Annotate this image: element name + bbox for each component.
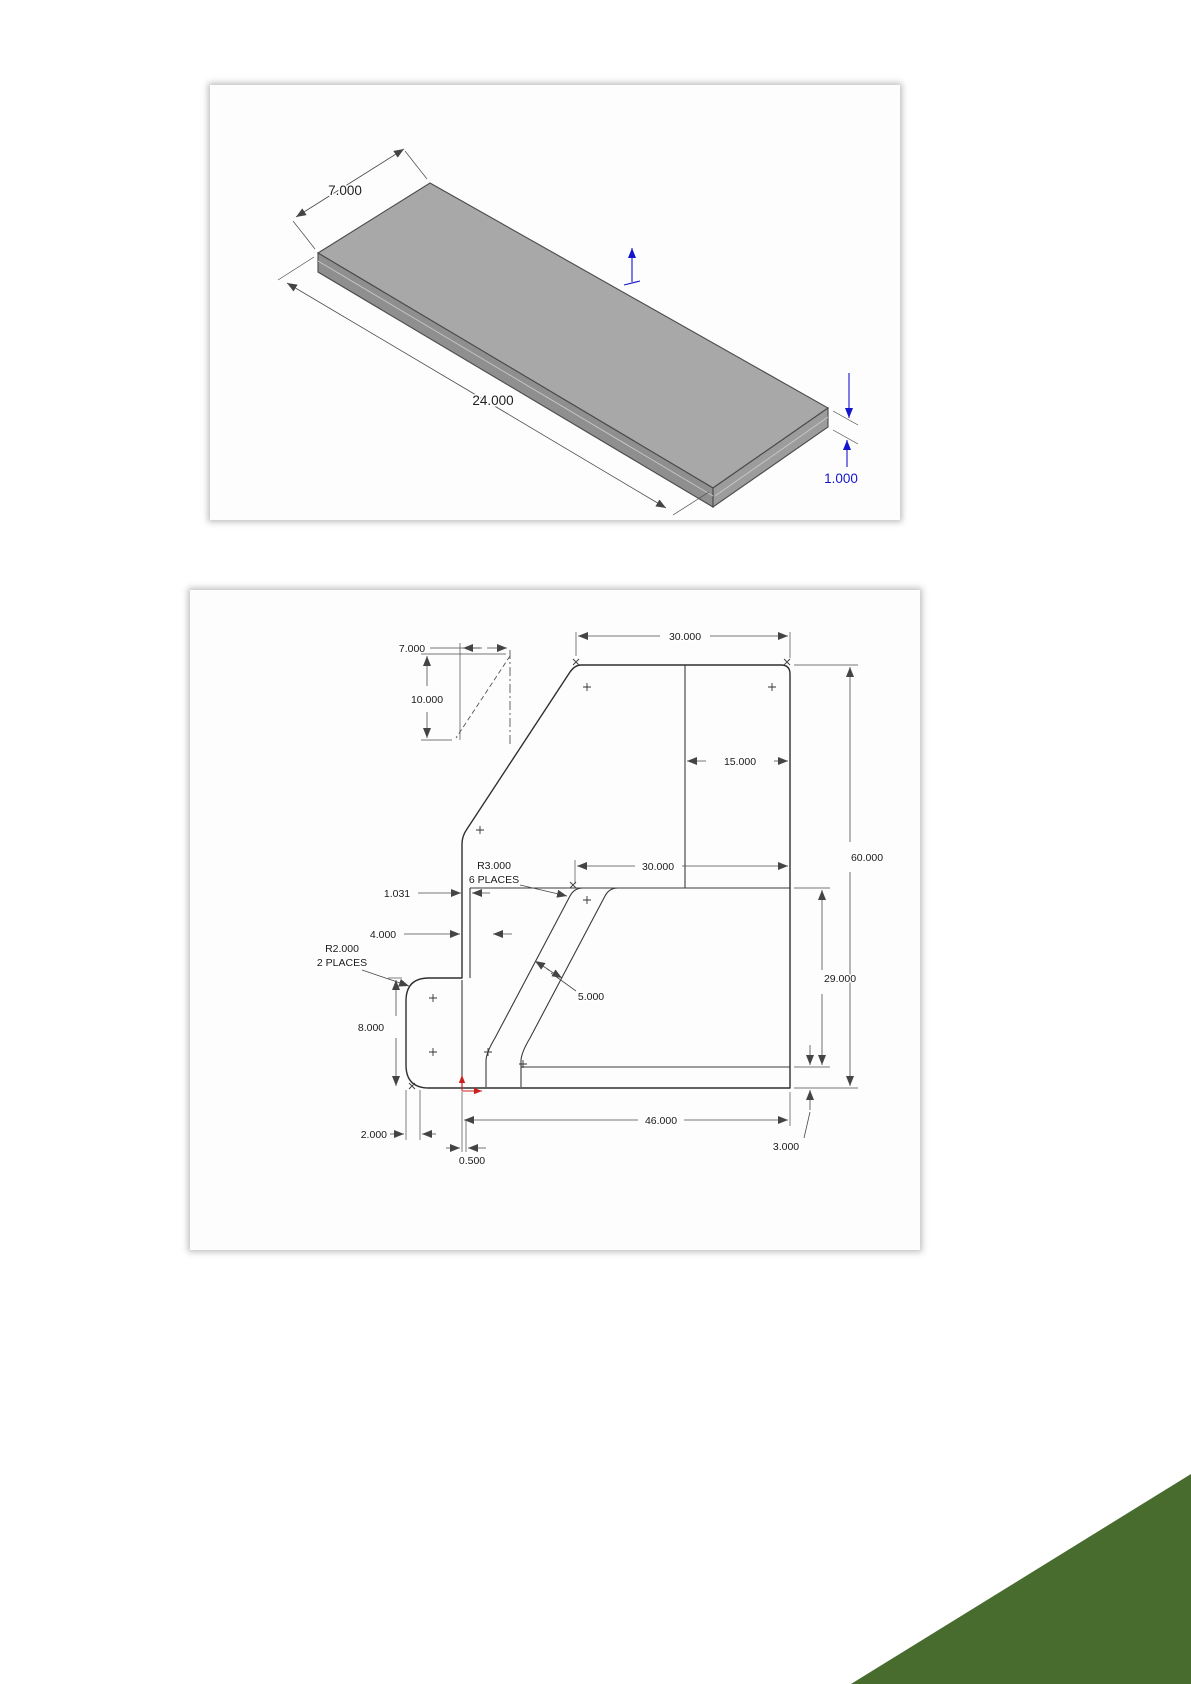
corner-accent	[851, 1474, 1191, 1684]
plate-3d	[316, 182, 830, 509]
extrude-direction-arrow-icon	[623, 248, 641, 286]
dim-chamfer-width: 7.000	[397, 642, 507, 740]
dim-right-height: 29.000	[794, 887, 858, 1068]
origin-marker	[458, 1075, 482, 1095]
width-dimension: 7.000	[292, 148, 428, 250]
svg-text:2.000: 2.000	[361, 1129, 387, 1141]
svg-text:15.000: 15.000	[724, 756, 756, 768]
width-dim-label: 7.000	[328, 183, 362, 198]
dim-mid-width: 30.000	[574, 860, 788, 884]
dim-top-width: 30.000	[575, 630, 791, 658]
length-dim-label: 24.000	[472, 393, 513, 408]
svg-text:5.000: 5.000	[578, 991, 604, 1003]
dim-tab-height: 8.000	[356, 977, 402, 1086]
svg-text:30.000: 30.000	[642, 861, 674, 873]
svg-text:R3.000: R3.000	[477, 860, 511, 872]
dim-overall-height: 60.000	[794, 664, 885, 1089]
sketch-point-marks	[408, 658, 791, 1090]
dim-flange-width: 4.000	[368, 928, 512, 943]
plate-top-face	[316, 182, 830, 489]
note-tab-radius: R2.000 2 PLACES	[315, 942, 410, 987]
fillet-center-marks	[429, 683, 776, 1068]
length-dimension: 24.000	[277, 256, 710, 516]
dim-edge-offset: 0.500	[446, 1120, 487, 1169]
end-edge-highlight	[714, 416, 829, 497]
note-fillet-radius: R3.000 6 PLACES	[467, 859, 568, 898]
dim-offset-small: 1.031	[382, 887, 490, 902]
slot-left-line	[485, 887, 584, 1087]
corner-accent-triangle	[851, 1474, 1191, 1684]
svg-text:4.000: 4.000	[370, 929, 396, 941]
corner-accent-svg	[851, 1474, 1191, 1684]
internal-lines	[461, 665, 790, 1087]
dim-bottom-width: 46.000	[461, 1092, 791, 1152]
svg-text:3.000: 3.000	[773, 1141, 799, 1153]
dim-chamfer-height: 10.000	[409, 653, 506, 741]
thickness-dimension: 1.000	[823, 373, 859, 488]
svg-text:6 PLACES: 6 PLACES	[469, 874, 519, 886]
iso-drawing: 7.000 24.000 1.000	[277, 148, 859, 516]
svg-text:29.000: 29.000	[824, 973, 856, 985]
dim-bottom-step: 3.000	[771, 1045, 814, 1155]
svg-text:60.000: 60.000	[851, 852, 883, 864]
svg-text:10.000: 10.000	[411, 694, 443, 706]
construction-lines	[455, 650, 511, 745]
slot-right-line	[520, 887, 619, 1087]
dim-slot-width: 5.000	[534, 960, 606, 1005]
front-edge-highlight	[317, 260, 714, 497]
svg-text:0.500: 0.500	[459, 1155, 485, 1167]
part-outline	[405, 664, 791, 1089]
svg-text:7.000: 7.000	[399, 643, 425, 655]
dim-right-offset: 15.000	[687, 755, 788, 770]
thickness-dim-label: 1.000	[824, 471, 858, 486]
svg-text:2 PLACES: 2 PLACES	[317, 957, 367, 969]
svg-text:R2.000: R2.000	[325, 943, 359, 955]
dim-tab-offset: 2.000	[359, 1090, 436, 1143]
svg-text:1.031: 1.031	[384, 888, 410, 900]
sketch-drawing-frame: 7.000 10.000 30.000 15.000	[190, 590, 920, 1250]
svg-text:46.000: 46.000	[645, 1115, 677, 1127]
svg-text:8.000: 8.000	[358, 1022, 384, 1034]
svg-text:30.000: 30.000	[669, 631, 701, 643]
iso-drawing-frame: 7.000 24.000 1.000	[210, 85, 900, 520]
sketch-drawing: 7.000 10.000 30.000 15.000	[315, 630, 885, 1169]
